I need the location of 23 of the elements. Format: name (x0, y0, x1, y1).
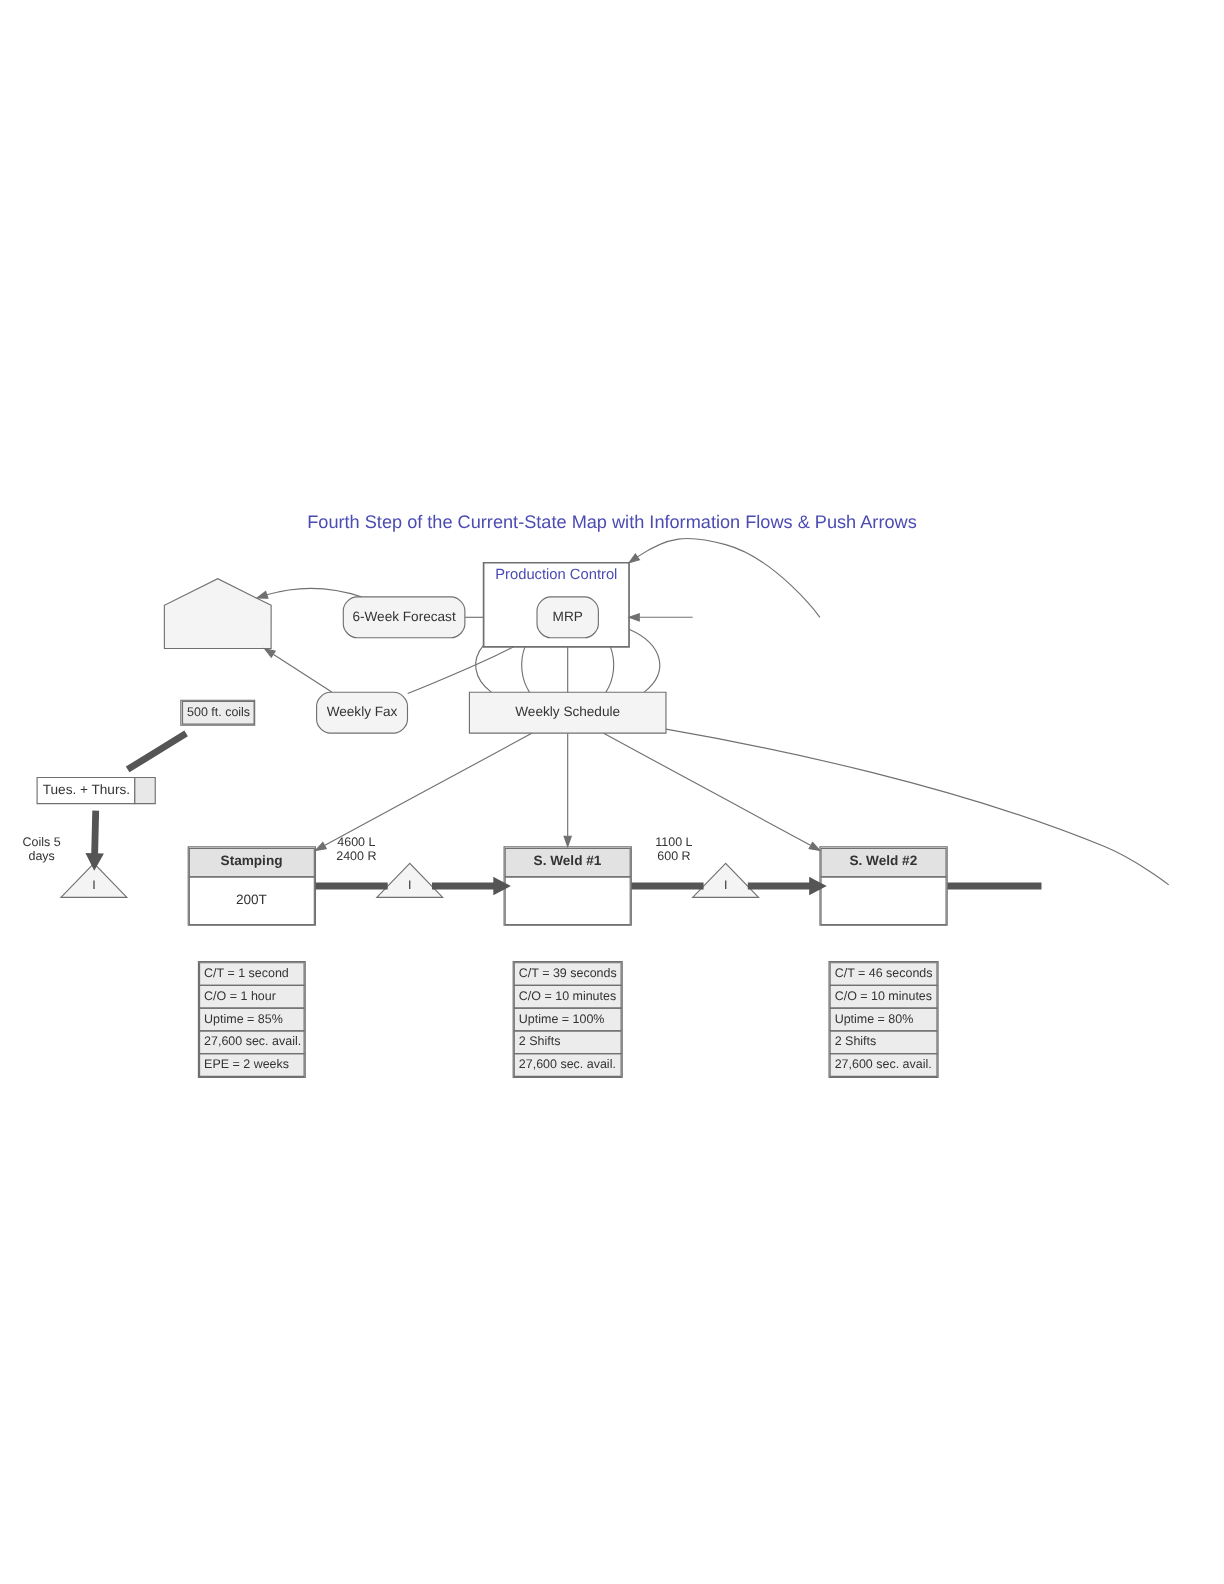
connector (464, 615, 485, 617)
connector (605, 645, 615, 692)
connector (628, 627, 661, 692)
arrow (627, 611, 694, 621)
connector (631, 881, 704, 889)
arrow (314, 731, 533, 851)
diagram-title: Fourth Step of the Current-State Map with Information Flows & Push Arrows (307, 510, 917, 531)
connector (665, 727, 1170, 885)
arrow (85, 809, 104, 870)
arrow (603, 731, 822, 851)
connector (125, 729, 188, 772)
connector (475, 643, 492, 692)
connector (567, 645, 569, 692)
arrow (431, 875, 511, 895)
connector (407, 645, 515, 694)
arrow (263, 646, 333, 692)
arrow (627, 536, 821, 617)
connector (315, 881, 388, 889)
connector (947, 881, 1042, 889)
arrow (255, 586, 362, 598)
arrow (563, 731, 573, 848)
connector (521, 645, 531, 692)
arrow (747, 875, 827, 895)
